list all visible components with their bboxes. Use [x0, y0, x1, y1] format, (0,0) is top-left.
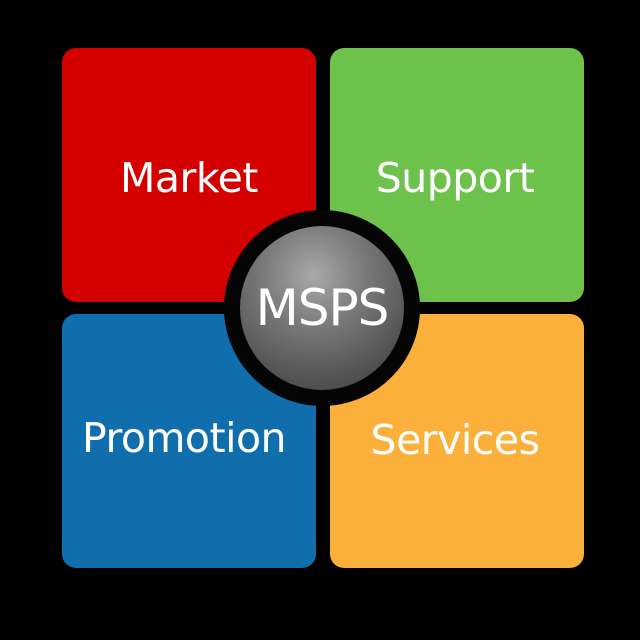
- quadrant-label-market: Market: [120, 154, 258, 202]
- quadrant-label-support: Support: [375, 154, 535, 202]
- center-hub-label: MSPS: [255, 279, 390, 337]
- quadrant-label-promotion: Promotion: [81, 414, 287, 462]
- quadrant-market: Market: [62, 48, 316, 302]
- quadrant-promotion: Promotion: [62, 314, 316, 568]
- quadrant-label-services: Services: [370, 416, 540, 464]
- center-hub: MSPS: [240, 226, 404, 390]
